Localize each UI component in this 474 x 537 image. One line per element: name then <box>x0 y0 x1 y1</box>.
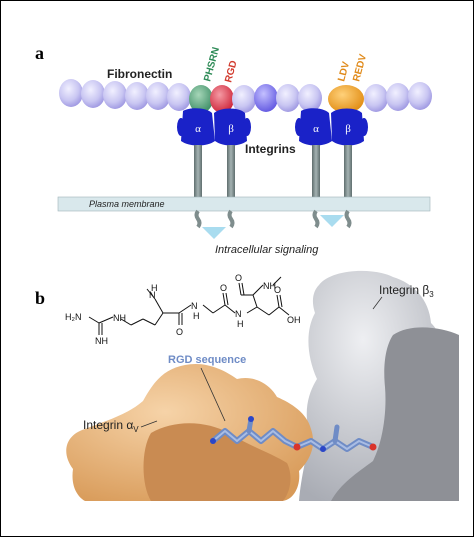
chem-atom-o-4: O <box>274 285 281 295</box>
motif-phsrn: PHSRN <box>202 46 222 83</box>
chem-atom-h2n: H₂N <box>65 312 82 322</box>
chem-atom-n-gly: N <box>191 301 198 311</box>
rgd-sequence-label: RGD sequence <box>168 354 246 366</box>
chem-atom-o-3: O <box>235 273 242 283</box>
plasma-membrane <box>57 196 431 212</box>
ldv-redv-bead <box>328 85 364 113</box>
motif-ldv: LDV <box>336 60 352 82</box>
fibronectin-bead <box>81 80 105 108</box>
fibronectin-bead <box>59 79 83 107</box>
fibronectin-bead <box>298 84 322 112</box>
rgd-peptide <box>210 416 377 452</box>
integrin-lobe <box>360 118 368 136</box>
chem-atom-o-1: O <box>176 327 183 337</box>
plasma-membrane-label: Plasma membrane <box>89 199 165 209</box>
integrin-lobe <box>177 118 185 136</box>
rgd-chemical-structure <box>88 276 290 335</box>
signaling-arrow <box>320 215 344 227</box>
integrins-label: Integrins <box>245 142 296 156</box>
integrin-alpha-head <box>299 108 332 146</box>
integrin-1: α β <box>177 108 251 209</box>
integrin-beta3-cut <box>331 327 459 501</box>
integrin-alphav-leader <box>140 420 158 428</box>
integrin-tail <box>227 209 235 229</box>
integrin-alpha-head <box>181 108 215 146</box>
integrin-alpha-symbol: α <box>195 123 201 135</box>
integrin-stalk <box>227 145 235 209</box>
chem-atom-n: NH <box>95 336 108 346</box>
motif-rgd: RGD <box>223 59 239 83</box>
chem-atom-h-alpha: H <box>151 283 158 293</box>
chem-atom-h-asp: H <box>237 319 244 329</box>
integrin-2: α β <box>295 108 368 209</box>
integrin-stalk <box>312 145 320 209</box>
fibronectin-bead <box>146 82 170 110</box>
integrin-alpha-symbol: α <box>313 123 319 135</box>
signaling-label: Intracellular signaling <box>215 244 319 256</box>
fibronectin-bead <box>103 81 127 109</box>
fibronectin-bead-blue <box>254 84 278 112</box>
fibronectin-bead <box>232 85 256 113</box>
signaling-arrow <box>202 227 226 239</box>
phsrn-bead <box>189 85 213 113</box>
integrin-alphav-cut <box>143 423 291 501</box>
integrin-lobe <box>243 118 251 136</box>
chem-atom-nh: NH <box>113 313 126 323</box>
integrin-beta-head <box>331 108 364 146</box>
integrin-beta3-leader <box>372 296 383 310</box>
integrin-tail <box>344 209 352 229</box>
fibronectin-bead <box>386 83 410 111</box>
fibronectin-bead <box>408 82 432 110</box>
integrin-beta-symbol: β <box>345 123 351 135</box>
integrin-beta-head <box>214 108 247 146</box>
motif-redv: REDV <box>351 53 369 83</box>
panel-a-letter: a <box>35 43 44 63</box>
chem-atom-nh-term: NH <box>263 281 276 291</box>
integrin-lobe <box>295 118 303 136</box>
integrin-tail <box>312 209 320 229</box>
chem-atom-o-2: O <box>220 283 227 293</box>
fibronectin-bead <box>125 82 149 110</box>
fibronectin-chain <box>59 79 432 113</box>
rgd-sequence-leader <box>200 367 226 422</box>
chem-atom-h-gly: H <box>193 311 200 321</box>
integrin-beta-symbol: β <box>228 123 234 135</box>
chem-atom-n-asp: N <box>235 309 242 319</box>
panel-b-letter: b <box>35 288 45 308</box>
chem-atom-n-alpha: N <box>149 290 156 300</box>
fibronectin-bead <box>364 84 388 112</box>
fibronectin-label: Fibronectin <box>107 67 172 81</box>
fibronectin-bead <box>167 83 191 111</box>
integrin-stalk <box>194 145 202 209</box>
integrin-tail <box>194 209 202 229</box>
integrin-alphav-label: Integrin αV <box>83 418 139 434</box>
rgd-chemical-labels: H₂N NH NH N H N H N H O O O NH O OH <box>65 273 301 346</box>
rgd-bead <box>210 85 234 113</box>
integrin-stalk <box>344 145 352 209</box>
fibronectin-bead <box>276 84 300 112</box>
chem-atom-oh: OH <box>287 315 301 325</box>
integrin-beta3-label: Integrin β3 <box>379 283 434 299</box>
